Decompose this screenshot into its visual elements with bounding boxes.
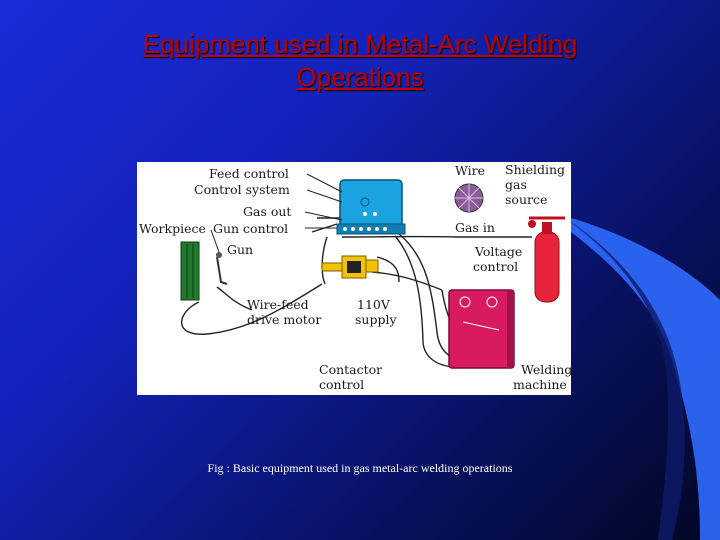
workpiece bbox=[180, 241, 200, 301]
label-contactor-2: control bbox=[319, 377, 364, 392]
slide-title-line-2: Operations bbox=[296, 62, 424, 92]
label-gas-out: Gas out bbox=[243, 204, 291, 219]
label-control-system: Control system bbox=[194, 182, 290, 197]
shielding-gas-cylinder bbox=[528, 216, 565, 303]
label-gun-control: Gun control bbox=[213, 221, 288, 236]
slide-title: Equipment used in Metal-Arc Welding Oper… bbox=[60, 28, 660, 94]
slide-title-line-1: Equipment used in Metal-Arc Welding bbox=[142, 29, 578, 59]
label-wire-feed-2: drive motor bbox=[247, 312, 321, 327]
label-shielding-gas-1: Shielding bbox=[505, 162, 565, 177]
label-supply-2: supply bbox=[355, 312, 397, 327]
diagram-canvas: Feed control Control system Gas out Gun … bbox=[139, 162, 571, 392]
label-gun: Gun bbox=[227, 242, 253, 257]
figure-caption: Fig : Basic equipment used in gas metal-… bbox=[207, 461, 513, 475]
label-workpiece: Workpiece bbox=[139, 221, 206, 236]
label-shielding-gas-3: source bbox=[505, 192, 547, 207]
label-welding-machine-1: Welding bbox=[521, 362, 571, 377]
label-contactor-1: Contactor bbox=[319, 362, 382, 377]
label-voltage-control-1: Voltage bbox=[474, 244, 522, 259]
wire-feed-drive-motor bbox=[321, 255, 379, 279]
control-system-box bbox=[336, 179, 406, 235]
leader-lines bbox=[210, 173, 343, 253]
label-welding-machine-2: machine bbox=[513, 377, 567, 392]
label-voltage-control-2: control bbox=[473, 259, 518, 274]
label-wire: Wire bbox=[455, 163, 485, 178]
label-shielding-gas-2: gas bbox=[505, 177, 527, 192]
welding-machine-box bbox=[448, 289, 515, 369]
label-wire-feed-1: Wire-feed bbox=[247, 297, 309, 312]
welding-gun bbox=[216, 252, 228, 285]
label-supply-1: 110V bbox=[357, 297, 391, 312]
wire-spool bbox=[454, 183, 484, 213]
label-feed-control: Feed control bbox=[209, 166, 289, 181]
label-gas-in: Gas in bbox=[455, 220, 495, 235]
welding-equipment-diagram: Feed control Control system Gas out Gun … bbox=[137, 162, 571, 395]
